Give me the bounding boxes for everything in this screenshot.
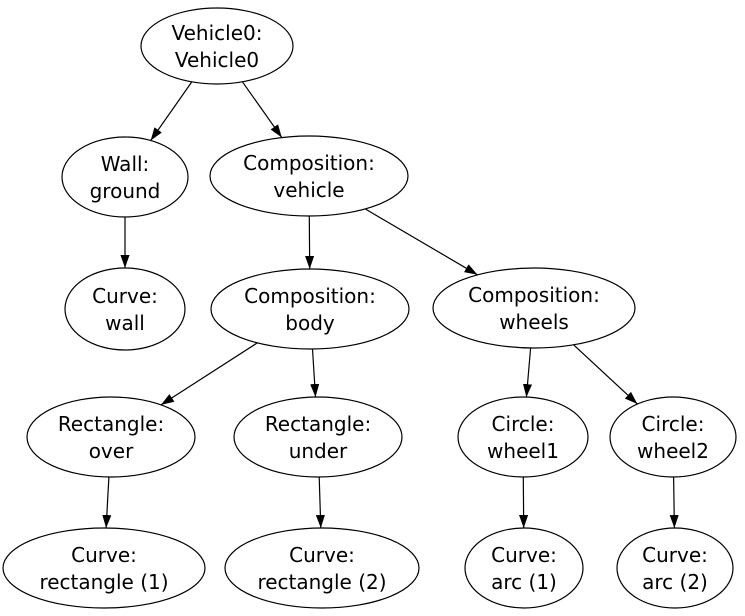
graph-node-composition_vehicle: Composition:vehicle	[209, 135, 409, 217]
graph-edge-composition_body-to-rectangle_under	[310, 348, 320, 398]
graph-node-curve_arc_1: Curve:arc (1)	[464, 527, 584, 609]
node-label-composition_body: Composition:body	[244, 284, 376, 335]
node-ellipse-curve_rectangle_1	[2, 527, 206, 609]
graph-edge-composition_vehicle-to-composition_wheels	[364, 208, 478, 276]
graph-edge-composition_body-to-rectangle_over	[160, 342, 258, 406]
graph-edge-composition_wheels-to-circle_wheel1	[522, 347, 533, 398]
node-label-curve_arc_1: Curve:arc (1)	[491, 543, 557, 594]
node-ellipse-vehicle0	[140, 7, 294, 85]
node-label-rectangle_under: Rectangle:under	[265, 412, 371, 463]
node-ellipse-composition_vehicle	[209, 135, 409, 217]
graph-node-curve_arc_2: Curve:arc (2)	[616, 527, 734, 609]
node-label-vehicle0: Vehicle0:Vehicle0	[172, 21, 263, 72]
graph-node-curve_rectangle_2: Curve:rectangle (2)	[224, 527, 420, 609]
node-ellipse-circle_wheel2	[609, 396, 737, 478]
node-label-circle_wheel1: Circle:wheel1	[487, 412, 559, 463]
graph-edge-rectangle_under-to-curve_rectangle_2	[315, 476, 325, 529]
node-ellipse-rectangle_under	[233, 396, 403, 478]
graph-node-rectangle_over: Rectangle:over	[26, 396, 196, 478]
node-label-curve_arc_2: Curve:arc (2)	[642, 543, 708, 594]
node-label-circle_wheel2: Circle:wheel2	[637, 412, 709, 463]
graph-edge-vehicle0-to-composition_vehicle	[241, 81, 283, 138]
node-ellipse-wall_ground	[61, 136, 189, 218]
node-ellipse-curve_arc_1	[464, 527, 584, 609]
node-label-wall_ground: Wall:ground	[90, 152, 161, 203]
nodes-layer: Vehicle0:Vehicle0Wall:groundComposition:…	[2, 7, 737, 609]
node-ellipse-composition_wheels	[432, 267, 636, 349]
graph-node-circle_wheel1: Circle:wheel1	[457, 396, 589, 478]
graph-node-rectangle_under: Rectangle:under	[233, 396, 403, 478]
node-label-curve_rectangle_1: Curve:rectangle (1)	[39, 543, 168, 594]
node-label-rectangle_over: Rectangle:over	[58, 412, 164, 463]
node-label-curve_wall: Curve:wall	[92, 284, 158, 335]
graph-edge-vehicle0-to-wall_ground	[150, 81, 193, 141]
node-label-composition_vehicle: Composition:vehicle	[243, 151, 375, 202]
edges-layer	[102, 81, 679, 529]
graph-edge-composition_wheels-to-circle_wheel2	[573, 344, 638, 405]
graph-node-composition_wheels: Composition:wheels	[432, 267, 636, 349]
graph-edge-circle_wheel2-to-curve_arc_2	[669, 476, 679, 529]
node-ellipse-composition_body	[210, 268, 410, 350]
graph-node-curve_wall: Curve:wall	[64, 267, 186, 351]
node-ellipse-curve_wall	[64, 267, 186, 351]
node-ellipse-curve_arc_2	[616, 527, 734, 609]
node-ellipse-circle_wheel1	[457, 396, 589, 478]
graph-node-wall_ground: Wall:ground	[61, 136, 189, 218]
graph-node-vehicle0: Vehicle0:Vehicle0	[140, 7, 294, 85]
graph-node-curve_rectangle_1: Curve:rectangle (1)	[2, 527, 206, 609]
node-ellipse-rectangle_over	[26, 396, 196, 478]
graph-edge-rectangle_over-to-curve_rectangle_1	[102, 476, 112, 529]
node-label-composition_wheels: Composition:wheels	[468, 283, 600, 334]
graph-node-circle_wheel2: Circle:wheel2	[609, 396, 737, 478]
graph-node-composition_body: Composition:body	[210, 268, 410, 350]
node-ellipse-curve_rectangle_2	[224, 527, 420, 609]
node-label-curve_rectangle_2: Curve:rectangle (2)	[257, 543, 386, 594]
